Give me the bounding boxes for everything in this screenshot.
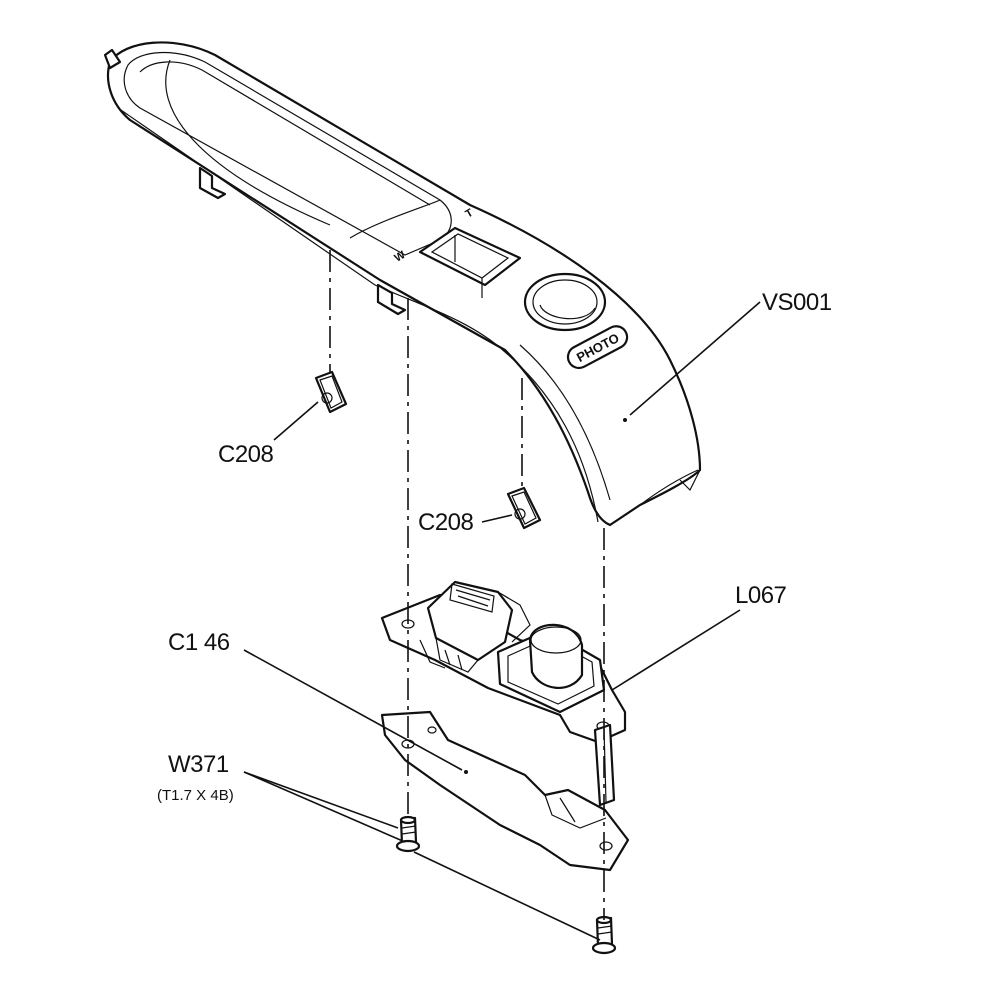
label-c208-left: C208 [218,441,274,468]
cushion-part-c208-left [314,370,348,414]
label-vs001: VS001 [762,289,832,316]
leader-lines [243,301,761,941]
switch-block-part-l067 [380,580,627,807]
screw-part-w371-left [395,815,421,853]
assembly-guide-lines [329,250,605,920]
label-l067: L067 [735,582,787,609]
label-w371: W371 [168,751,229,778]
bracket-part-c146 [380,710,630,872]
cover-part-vs001: PHOTO T W [103,41,702,527]
cushion-part-c208-right [506,486,542,530]
label-c146: C1 46 [168,629,230,656]
screw-part-w371-right [591,915,617,955]
label-w371-spec: (T1.7 X 4B) [157,787,234,804]
label-c208-right: C208 [418,509,474,536]
